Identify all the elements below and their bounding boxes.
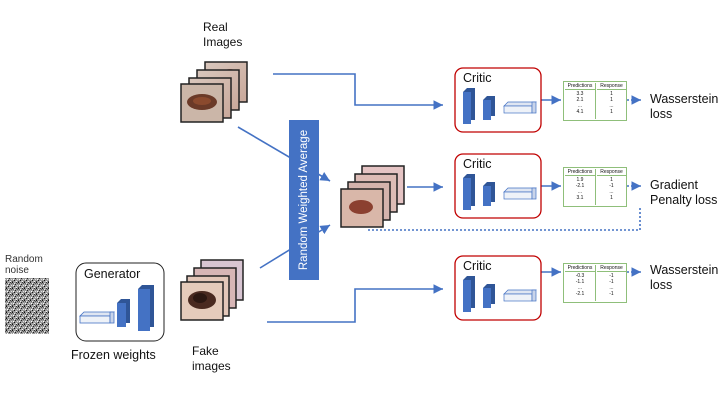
- prediction-cell: -0.3: [575, 273, 585, 279]
- table-header-response: Response: [597, 169, 626, 176]
- predictions-table-1: Predictions 3.3 2.1 ... 4.1 Response 1 1…: [563, 81, 627, 121]
- random-noise-image: [5, 278, 49, 334]
- wasserstein-loss-label-1: Wasserstein loss: [650, 92, 719, 121]
- prediction-cell: ...: [577, 189, 583, 195]
- prediction-cell: 3.1: [576, 195, 584, 201]
- table-header-response: Response: [597, 265, 626, 272]
- prediction-cell: ...: [577, 103, 583, 109]
- gradient-penalty-loss-label: Gradient Penalty loss: [650, 178, 718, 207]
- prediction-cell: 1.9: [576, 177, 584, 183]
- real-images-stack: [180, 61, 248, 123]
- response-cell: ...: [609, 189, 614, 195]
- response-cell: -1: [609, 279, 614, 285]
- critic-box-2: [454, 153, 542, 219]
- wasserstein-loss-label-2: Wasserstein loss: [650, 263, 719, 292]
- generator-title: Generator: [84, 267, 141, 281]
- prediction-cell: -2.1: [575, 291, 585, 297]
- prediction-cell: -2.1: [575, 183, 585, 189]
- random-weighted-average-label: Random Weighted Average: [298, 129, 310, 271]
- response-cell: 1: [610, 97, 613, 103]
- critic-title-1: Critic: [463, 71, 492, 85]
- critic-layers-1: [463, 88, 537, 124]
- response-cell: 1: [610, 195, 613, 201]
- critic-box-3: [454, 255, 542, 321]
- predictions-table-3: Predictions -0.3 -1.1 ... -2.1 Response …: [563, 263, 627, 303]
- response-cell: 1: [610, 109, 613, 115]
- response-cell: 1: [610, 177, 613, 183]
- response-cell: -1: [609, 273, 614, 279]
- predictions-table-2: Predictions 1.9 -2.1 ... 3.1 Response 1 …: [563, 167, 627, 207]
- random-noise-label: Random noise: [5, 254, 43, 276]
- response-cell: ...: [609, 285, 614, 291]
- table-header-predictions: Predictions: [565, 169, 595, 176]
- response-cell: -1: [609, 183, 614, 189]
- interpolated-images-stack: [340, 165, 405, 228]
- response-cell: 1: [610, 91, 613, 97]
- real-images-label: Real Images: [203, 20, 243, 49]
- fake-images-label: Fake images: [192, 344, 231, 373]
- critic-layers-3: [463, 276, 537, 312]
- prediction-cell: ...: [577, 285, 583, 291]
- critic-title-3: Critic: [463, 259, 492, 273]
- critic-title-2: Critic: [463, 157, 492, 171]
- prediction-cell: 3.3: [576, 91, 584, 97]
- critic-layers-2: [463, 174, 537, 210]
- prediction-cell: 2.1: [576, 97, 584, 103]
- table-header-predictions: Predictions: [565, 265, 595, 272]
- critic-box-1: [454, 67, 542, 133]
- generator-layers: [79, 285, 154, 331]
- table-header-response: Response: [597, 83, 626, 90]
- table-header-predictions: Predictions: [565, 83, 595, 90]
- prediction-cell: 4.1: [576, 109, 584, 115]
- frozen-weights-label: Frozen weights: [71, 348, 156, 362]
- response-cell: ...: [609, 103, 614, 109]
- response-cell: -1: [609, 291, 614, 297]
- prediction-cell: -1.1: [575, 279, 585, 285]
- random-weighted-average-block: Random Weighted Average: [289, 120, 319, 280]
- fake-images-stack: [180, 259, 244, 321]
